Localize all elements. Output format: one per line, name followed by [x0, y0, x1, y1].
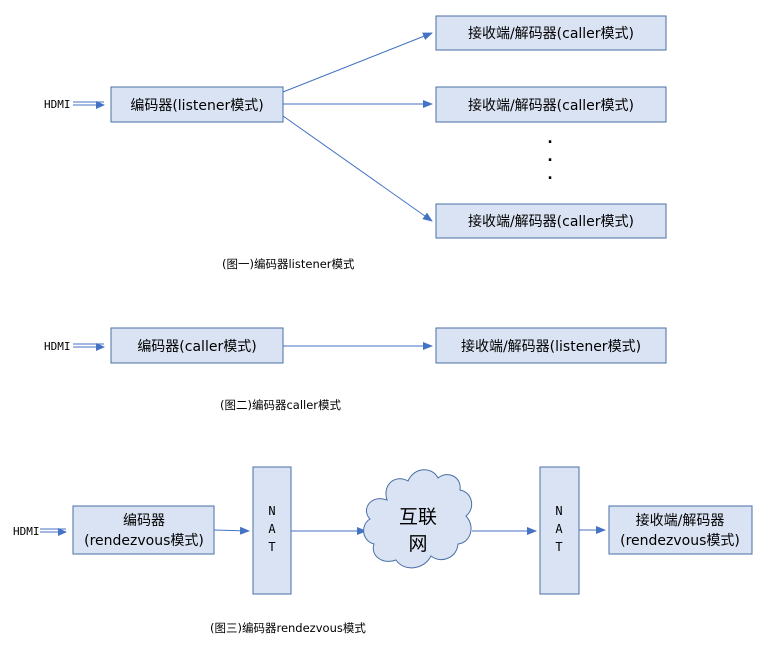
diagram-listener: HDMI 编码器(listener模式) 接收端/解码器(caller模式) 接…: [44, 15, 667, 271]
nat-letter-t: T: [555, 540, 562, 554]
nat-box-left: [252, 466, 292, 595]
nat-letter-t: T: [268, 540, 275, 554]
encoder-label-line1: 编码器: [123, 513, 165, 529]
diagram-rendezvous: HDMI 编码器 (rendezvous模式) N A T 互联 网 N A T…: [13, 466, 753, 635]
receiver-label-2: 接收端/解码器(caller模式): [468, 97, 634, 114]
hdmi-input-arrow: [40, 528, 67, 536]
hdmi-input-label: HDMI: [44, 98, 71, 111]
internet-cloud-icon: [363, 469, 473, 569]
encoder-box: [110, 86, 284, 123]
connector-to-receiver-3: [282, 115, 433, 222]
receiver-label-line2: (rendezvous模式): [620, 533, 740, 549]
receiver-box-1: [435, 15, 667, 51]
receiver-label-3: 接收端/解码器(caller模式): [468, 213, 634, 230]
receiver-label-1: 接收端/解码器(caller模式): [468, 25, 634, 42]
caption-2: (图二)编码器caller模式: [220, 398, 342, 412]
nat-letter-n: N: [268, 504, 275, 518]
receiver-box: [608, 505, 753, 555]
hdmi-input-label: HDMI: [44, 340, 71, 353]
hdmi-input-arrow: [73, 343, 105, 351]
encoder-box: [110, 327, 284, 364]
nat-box-right: [539, 466, 580, 595]
diagram-caller: HDMI 编码器(caller模式) 接收端/解码器(listener模式) (…: [44, 327, 667, 412]
internet-label-line2: 网: [408, 533, 427, 555]
caption-3: (图三)编码器rendezvous模式: [210, 621, 366, 635]
encoder-label: 编码器(listener模式): [130, 98, 263, 114]
receiver-box-3: [435, 203, 667, 239]
nat-letter-a: A: [555, 522, 563, 536]
ellipsis-dot-3: .: [547, 167, 552, 183]
nat-letter-n: N: [555, 504, 562, 518]
encoder-box: [72, 505, 215, 555]
internet-label-line1: 互联: [399, 506, 437, 528]
hdmi-input-label: HDMI: [13, 525, 40, 538]
encoder-label-line2: (rendezvous模式): [84, 533, 204, 549]
receiver-box: [435, 327, 667, 364]
encoder-label: 编码器(caller模式): [137, 339, 256, 355]
receiver-box-2: [435, 86, 667, 123]
receiver-label: 接收端/解码器(listener模式): [461, 338, 641, 355]
connector-to-receiver-1: [282, 32, 433, 93]
receiver-label-line1: 接收端/解码器: [636, 512, 725, 529]
nat-letter-a: A: [268, 522, 276, 536]
ellipsis-dot-2: .: [547, 149, 552, 165]
caption-1: (图一)编码器listener模式: [222, 257, 355, 271]
connector-encoder-to-nat: [213, 526, 250, 535]
hdmi-input-arrow: [73, 101, 105, 109]
ellipsis-dot-1: .: [547, 131, 552, 147]
